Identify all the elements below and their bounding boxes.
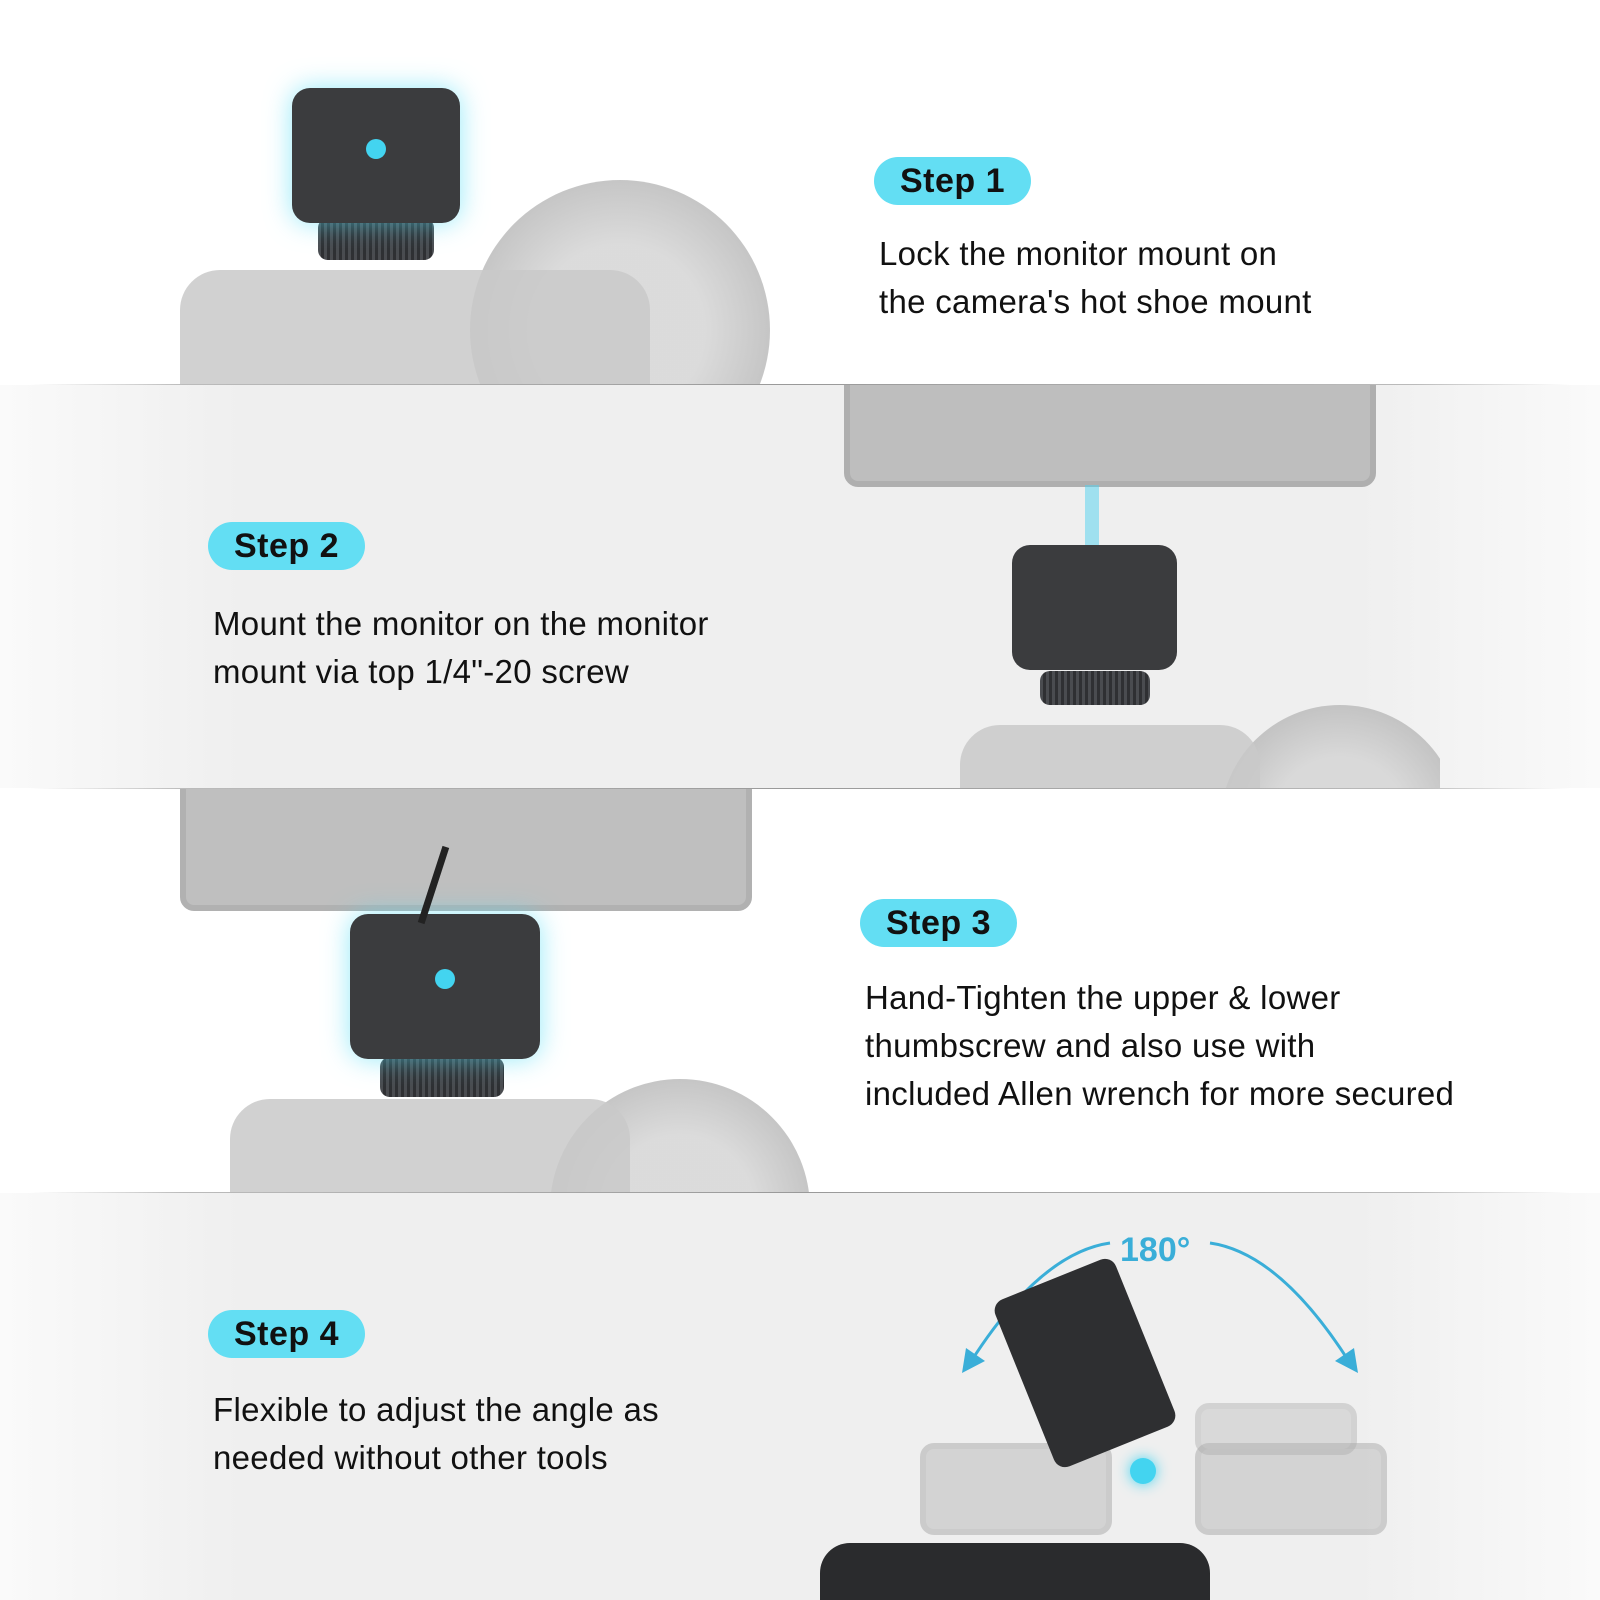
- camera-illustration: [170, 60, 790, 480]
- divider: [30, 1192, 1570, 1193]
- divider: [30, 384, 1570, 385]
- step-badge: Step 1: [874, 157, 1032, 205]
- desc-line: included Allen wrench for more secured: [865, 1075, 1455, 1112]
- rotation-angle-label: 180°: [1120, 1231, 1191, 1269]
- desc-line: Lock the monitor mount on: [879, 235, 1278, 272]
- desc-line: Mount the monitor on the monitor: [213, 605, 709, 642]
- step-badge: Step 2: [208, 522, 366, 570]
- step-badge: Step 3: [860, 899, 1018, 947]
- step-description: Flexible to adjust the angle as needed w…: [213, 1386, 659, 1482]
- rotation-illustration: [820, 1193, 1420, 1600]
- desc-line: Hand-Tighten the upper & lower: [865, 979, 1341, 1016]
- allen-wrench-illustration: [180, 789, 810, 1192]
- step-4-section: 180° Step 4 Flexible to adjust the angle…: [0, 1193, 1600, 1600]
- step-1-section: Step 1 Lock the monitor mount on the cam…: [0, 0, 1600, 480]
- monitor-mount-illustration: [840, 385, 1440, 788]
- desc-line: the camera's hot shoe mount: [879, 283, 1312, 320]
- step-description: Lock the monitor mount on the camera's h…: [879, 230, 1312, 326]
- desc-line: mount via top 1/4"-20 screw: [213, 653, 630, 690]
- monitor-mount-image: [292, 88, 460, 223]
- step-description: Hand-Tighten the upper & lower thumbscre…: [865, 974, 1454, 1118]
- step-3-section: Step 3 Hand-Tighten the upper & lower th…: [0, 789, 1600, 1192]
- step-badge: Step 4: [208, 1310, 366, 1358]
- rotation-arc-icon: [962, 1241, 1358, 1373]
- divider: [30, 788, 1570, 789]
- step-description: Mount the monitor on the monitor mount v…: [213, 600, 709, 696]
- desc-line: Flexible to adjust the angle as: [213, 1391, 659, 1428]
- step-2-section: Step 2 Mount the monitor on the monitor …: [0, 385, 1600, 788]
- desc-line: thumbscrew and also use with: [865, 1027, 1316, 1064]
- desc-line: needed without other tools: [213, 1439, 608, 1476]
